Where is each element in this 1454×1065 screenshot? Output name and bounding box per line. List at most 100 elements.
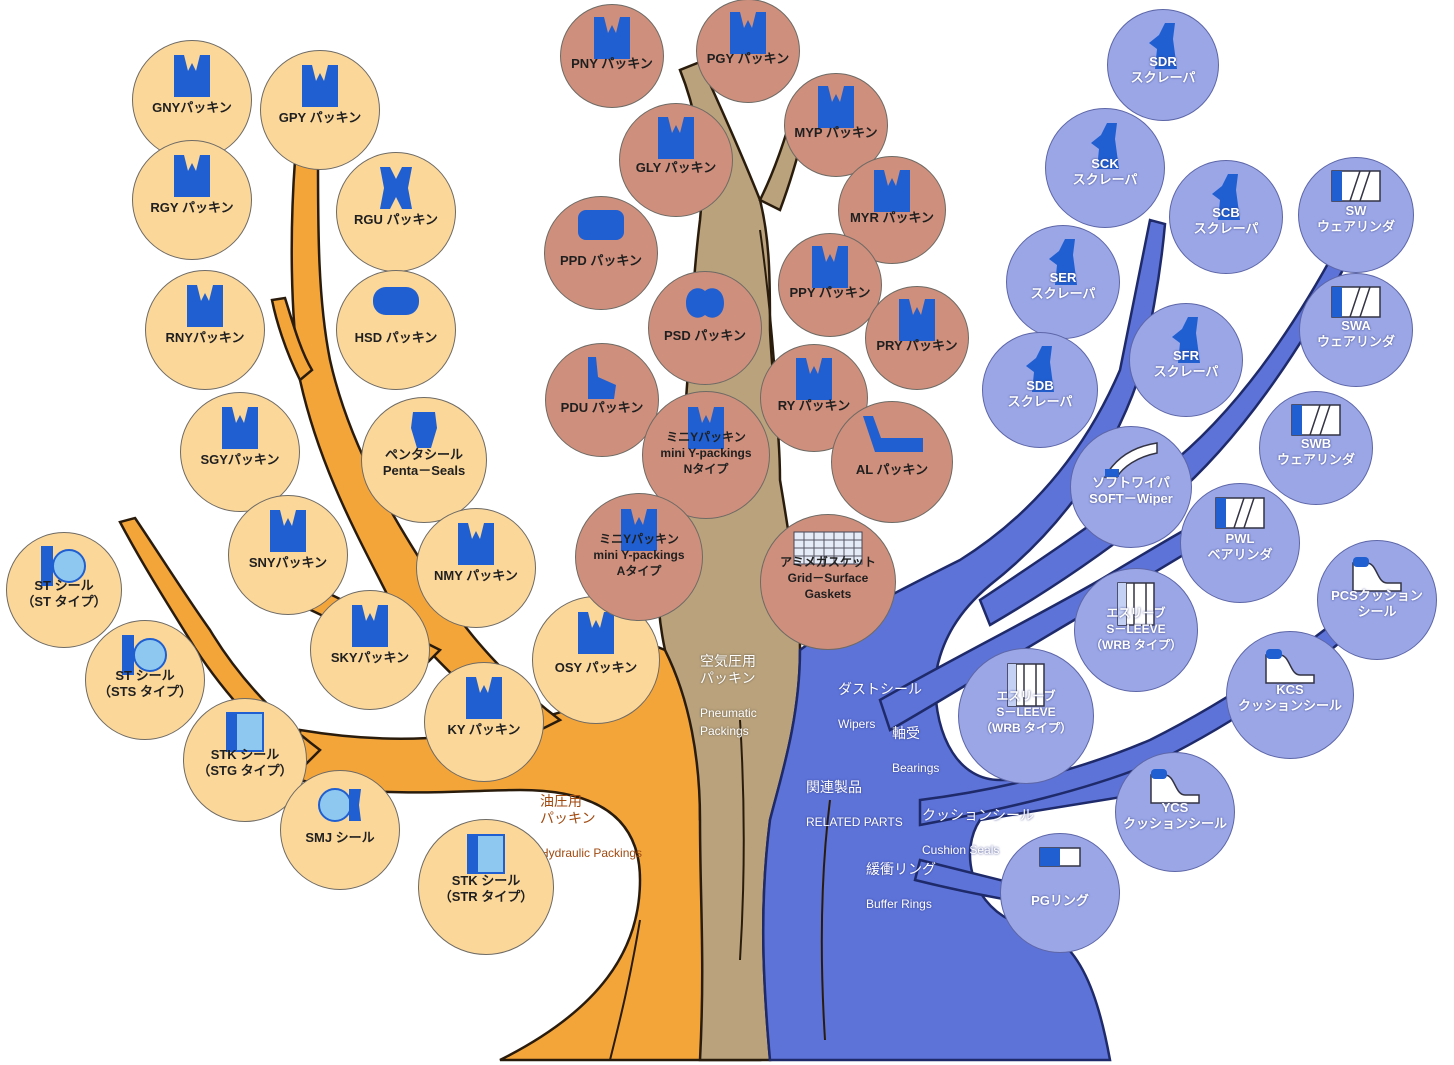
product-node-ycs[interactable]: YCS クッションシール bbox=[1115, 752, 1235, 872]
product-node-smj[interactable]: SMJ シール bbox=[280, 770, 400, 890]
y-packing-icon bbox=[895, 297, 939, 348]
product-node-sny[interactable]: SNYパッキン bbox=[228, 495, 348, 615]
product-node-soft[interactable]: ソフトワイパ SOFT－Wiper bbox=[1070, 426, 1192, 548]
buffer-branch-en: Buffer Rings bbox=[866, 897, 932, 911]
y-packing-icon bbox=[574, 610, 618, 661]
product-label: RY パッキン bbox=[777, 397, 851, 413]
product-node-pdu[interactable]: PDU パッキン bbox=[545, 343, 659, 457]
product-node-sdr[interactable]: SDR スクレーパ bbox=[1107, 9, 1219, 121]
product-node-psd[interactable]: PSD パッキン bbox=[648, 271, 762, 385]
related-branch-jp: 関連製品 bbox=[806, 779, 862, 795]
product-node-sw[interactable]: SW ウェアリンダ bbox=[1298, 157, 1414, 273]
product-node-sgy[interactable]: SGYパッキン bbox=[180, 392, 300, 512]
product-label: PSD パッキン bbox=[664, 327, 746, 343]
product-label: NMY パッキン bbox=[434, 567, 518, 583]
product-node-gpy[interactable]: GPY パッキン bbox=[260, 50, 380, 170]
product-label: YCS クッションシール bbox=[1122, 799, 1227, 831]
y-packing-icon bbox=[183, 283, 227, 334]
pdu-profile-icon bbox=[582, 355, 622, 406]
y-packing-icon bbox=[298, 63, 342, 114]
product-label: ST シール （ST タイプ） bbox=[21, 578, 107, 610]
product-node-swa[interactable]: SWA ウェアリンダ bbox=[1299, 273, 1413, 387]
product-node-pry[interactable]: PRY パッキン bbox=[865, 286, 969, 390]
soft-wiper-icon bbox=[1101, 439, 1161, 484]
product-node-pwl[interactable]: PWL ベアリンダ bbox=[1180, 483, 1300, 603]
ppd-profile-icon bbox=[576, 208, 626, 249]
product-node-pgy[interactable]: PGY パッキン bbox=[696, 0, 800, 103]
product-label: STK シール （STG タイプ） bbox=[197, 747, 293, 779]
product-label: SW ウェアリンダ bbox=[1316, 203, 1395, 235]
product-node-sdb[interactable]: SDB スクレーパ bbox=[982, 332, 1098, 448]
wear-ring-icon bbox=[1290, 403, 1342, 442]
product-node-ser[interactable]: SER スクレーパ bbox=[1006, 225, 1120, 339]
product-node-sky[interactable]: SKYパッキン bbox=[310, 590, 430, 710]
sleeve-icon bbox=[1004, 662, 1048, 713]
product-label: SGYパッキン bbox=[200, 451, 280, 467]
product-label: GPY パッキン bbox=[278, 109, 362, 125]
cushion-branch-label: クッションシール Cushion Seals bbox=[922, 790, 1034, 859]
product-label: OSY パッキン bbox=[554, 659, 638, 675]
product-label: SER スクレーパ bbox=[1030, 270, 1096, 302]
product-label: PGリング bbox=[1031, 892, 1089, 908]
cushion-seal-icon bbox=[1262, 645, 1318, 690]
psd-profile-icon bbox=[680, 283, 730, 328]
product-node-rny[interactable]: RNYパッキン bbox=[145, 270, 265, 390]
scraper-icon bbox=[1208, 172, 1244, 227]
product-label: HSD パッキン bbox=[354, 329, 438, 345]
product-node-sfr[interactable]: SFR スクレーパ bbox=[1129, 303, 1243, 417]
product-node-pcs[interactable]: PCSクッション シール bbox=[1317, 540, 1437, 660]
st-seal-icon bbox=[39, 544, 89, 593]
product-node-osy[interactable]: OSY パッキン bbox=[532, 596, 660, 724]
product-node-nmy[interactable]: NMY パッキン bbox=[416, 508, 536, 628]
y-packing-icon bbox=[454, 521, 498, 572]
u-packing-icon bbox=[374, 165, 418, 216]
product-node-sck[interactable]: SCK スクレーパ bbox=[1045, 108, 1165, 228]
product-node-sleeve1[interactable]: エスリーブ S－LEEVE （WRB タイプ） bbox=[1074, 568, 1198, 692]
product-node-grid[interactable]: アミメガスケット Grid－Surface Gaskets bbox=[760, 514, 896, 650]
cushion-branch-jp: クッションシール bbox=[922, 807, 1034, 823]
related-branch-label: 関連製品 RELATED PARTS bbox=[806, 762, 903, 831]
hydraulic-branch-jp: 油圧用 パッキン bbox=[540, 793, 596, 826]
product-node-myp[interactable]: MYP パッキン bbox=[784, 73, 888, 177]
product-label: ミニYパッキン mini Y-packings Nタイプ bbox=[660, 430, 752, 477]
wear-ring-icon bbox=[1214, 496, 1266, 535]
smj-seal-icon bbox=[315, 783, 365, 832]
product-node-rgu[interactable]: RGU パッキン bbox=[336, 152, 456, 272]
pneumatic-branch-en: Pneumatic Packings bbox=[700, 706, 757, 738]
product-node-stk2[interactable]: STK シール （STR タイプ） bbox=[418, 819, 554, 955]
y-packing-icon bbox=[792, 356, 836, 407]
product-node-sleeve2[interactable]: エスリーブ S－LEEVE （WRB タイプ） bbox=[958, 648, 1094, 784]
product-node-st2[interactable]: ST シール （STS タイプ） bbox=[85, 620, 205, 740]
product-node-ppy[interactable]: PPY パッキン bbox=[778, 233, 882, 337]
cushion-seal-icon bbox=[1349, 553, 1405, 598]
product-label: SFR スクレーパ bbox=[1153, 348, 1219, 380]
product-label: PDU パッキン bbox=[560, 399, 644, 415]
scraper-icon bbox=[1022, 344, 1058, 399]
buffer-branch-label: 緩衝リング Buffer Rings bbox=[866, 844, 936, 913]
product-node-al[interactable]: AL パッキン bbox=[831, 401, 953, 523]
product-node-ky[interactable]: KY パッキン bbox=[424, 662, 544, 782]
st-seal-icon bbox=[120, 633, 170, 682]
product-node-gny[interactable]: GNYパッキン bbox=[132, 40, 252, 160]
wipers-branch-jp: ダストシール bbox=[838, 681, 922, 697]
product-node-swb[interactable]: SWB ウェアリンダ bbox=[1259, 391, 1373, 505]
product-node-st1[interactable]: ST シール （ST タイプ） bbox=[6, 532, 122, 648]
product-node-penta[interactable]: ペンタシール Penta－Seals bbox=[361, 397, 487, 523]
product-node-scb[interactable]: SCB スクレーパ bbox=[1169, 160, 1283, 274]
buffer-ring-icon bbox=[1038, 846, 1082, 873]
product-node-rgy[interactable]: RGY パッキン bbox=[132, 140, 252, 260]
product-label: PPD パッキン bbox=[560, 252, 642, 268]
product-node-kcs[interactable]: KCS クッションシール bbox=[1226, 631, 1354, 759]
product-node-pny[interactable]: PNY パッキン bbox=[560, 4, 664, 108]
sleeve-icon bbox=[1114, 581, 1158, 632]
product-node-mini_a[interactable]: ミニYパッキン mini Y-packings Aタイプ bbox=[575, 493, 703, 621]
product-node-pg[interactable]: PGリング bbox=[1000, 833, 1120, 953]
scraper-icon bbox=[1045, 237, 1081, 292]
product-label: KY パッキン bbox=[447, 721, 521, 737]
product-node-gly[interactable]: GLY パッキン bbox=[619, 103, 733, 217]
product-label: SCB スクレーパ bbox=[1193, 205, 1259, 237]
y-packing-icon bbox=[170, 153, 214, 204]
product-node-ppd[interactable]: PPD パッキン bbox=[544, 196, 658, 310]
product-node-hsd[interactable]: HSD パッキン bbox=[336, 270, 456, 390]
